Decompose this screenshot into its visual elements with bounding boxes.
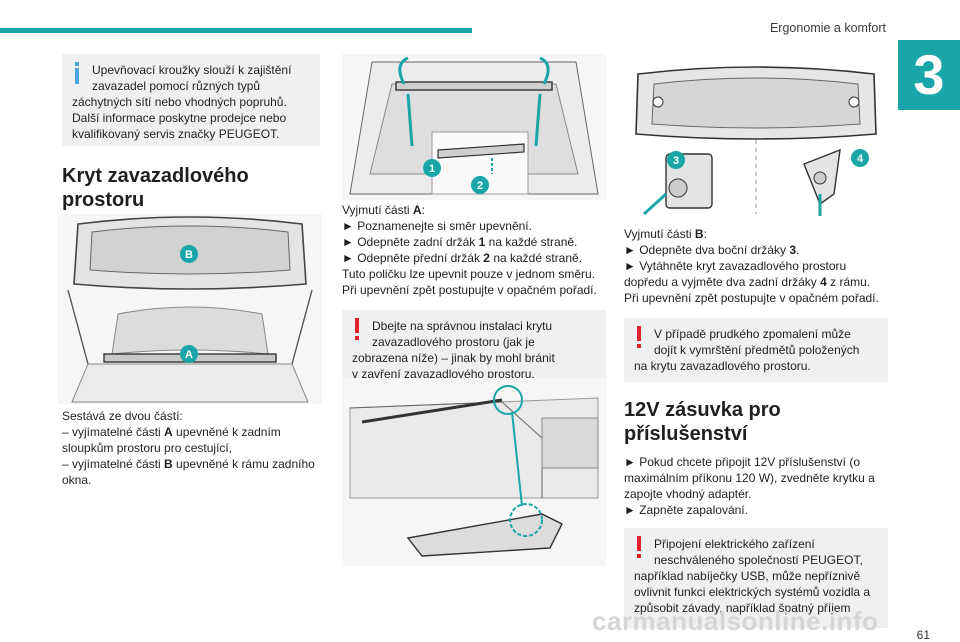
info-line-2: zavazadel pomocí různých typů [92, 79, 261, 93]
column-1-text: Sestává ze dvou částí: – vyjímatelné čás… [62, 408, 324, 488]
watermark: carmanualsonline.info [592, 606, 879, 636]
remove-part-b-illustration: 3 4 [624, 54, 888, 220]
para-line: zapojte vhodný adaptér. [624, 487, 752, 501]
warning-line: zobrazena níže) – jinak by mohl bránit [352, 351, 555, 365]
warning-line: například nabíječky USB, může nepříznivě [634, 569, 861, 583]
para-line: Vyjmutí části B: [624, 227, 707, 241]
info-line-4: Další informace poskytne prodejce nebo [72, 111, 287, 125]
para-line: ► Zapněte zapalování. [624, 503, 748, 517]
para-line: ► Poznamenejte si směr upevnění. [342, 219, 532, 233]
para-line: ► Vytáhněte kryt zavazadlového prostoru [624, 259, 847, 273]
para-line: – vyjímatelné části A upevněné k zadním [62, 425, 281, 439]
callout-1-label: 1 [429, 163, 435, 175]
callout-4-label: 4 [857, 153, 864, 165]
warning-icon [637, 326, 641, 348]
warning-line: Dbejte na správnou instalaci krytu [372, 319, 553, 333]
warning-line: neschváleného společností PEUGEOT, [654, 553, 863, 567]
warning-box: Dbejte na správnou instalaci krytu zavaz… [342, 310, 606, 390]
para-line: ► Odepněte dva boční držáky 3. [624, 243, 800, 257]
heading-line-2: příslušenství [624, 423, 748, 445]
warning-line: Připojení elektrického zařízení [654, 537, 815, 551]
column-3-text: Vyjmutí části B: ► Odepněte dva boční dr… [624, 226, 888, 628]
callout-a-label: A [185, 349, 193, 361]
para-line: ► Odepněte přední držák 2 na každé stran… [342, 251, 583, 265]
para-line: dopředu a vyjměte dva zadní držáky 4 z r… [624, 275, 871, 289]
warning-line: ovlivnit funkci elektrických systémů voz… [634, 585, 871, 599]
remove-part-a-illustration: 1 2 [342, 54, 606, 200]
para-line: sloupkům prostoru pro cestující, [62, 441, 233, 455]
warning-line: na krytu zavazadlového prostoru. [634, 359, 811, 373]
para-line: Tuto poličku lze upevnit pouze v jednom … [342, 267, 596, 281]
warning-box: Připojení elektrického zařízení neschvál… [624, 528, 888, 628]
column-2-text: Vyjmutí části A: ► Poznamenejte si směr … [342, 202, 606, 390]
correct-installation-illustration [342, 378, 606, 566]
warning-line: dojít k vymrštění předmětů položených [654, 343, 860, 357]
column-1: Upevňovací kroužky slouží k zajištění za… [62, 54, 320, 212]
para-line: maximálním příkonu 120 W), zvedněte kryt… [624, 471, 875, 485]
callout-b-label: B [185, 249, 193, 261]
warning-icon [637, 536, 641, 558]
para-line: okna. [62, 473, 92, 487]
heading-line-1: 12V zásuvka pro [624, 399, 781, 421]
para-line: Při upevnění zpět postupujte v opačném p… [624, 291, 879, 305]
warning-line: v zavření zavazadlového prostoru. [352, 367, 535, 381]
heading-line-2: prostoru [62, 189, 145, 211]
warning-icon [355, 318, 359, 340]
warning-line: způsobit závady, například špatný příjem [634, 601, 851, 615]
section-heading: Kryt zavazadlového prostoru [62, 164, 320, 212]
para-line: ► Pokud chcete připojit 12V příslušenstv… [624, 455, 860, 469]
para-line: ► Odepněte zadní držák 1 na každé straně… [342, 235, 578, 249]
info-line-3: záchytných sítí nebo vhodných popruhů. [72, 95, 287, 109]
heading-line-1: Kryt zavazadlového [62, 165, 249, 187]
trunk-cover-illustration: B A [58, 214, 322, 404]
para-line: – vyjímatelné části B upevněné k rámu za… [62, 457, 315, 471]
callout-3-label: 3 [673, 155, 679, 167]
top-accent-bar [0, 28, 472, 33]
para-line: Sestává ze dvou částí: [62, 409, 183, 423]
warning-line: zavazadlového prostoru (jak je [372, 335, 535, 349]
para-line: Vyjmutí části A: [342, 203, 425, 217]
para-line: Při upevnění zpět postupujte v opačném p… [342, 283, 597, 297]
warning-box: V případě prudkého zpomalení může dojít … [624, 318, 888, 382]
page-number: 61 [916, 628, 930, 642]
info-box: Upevňovací kroužky slouží k zajištění za… [62, 54, 320, 146]
section-heading: 12V zásuvka pro příslušenství [624, 398, 888, 446]
info-line-1: Upevňovací kroužky slouží k zajištění [92, 63, 292, 77]
info-line-5: kvalifikovaný servis značky PEUGEOT. [72, 127, 280, 141]
warning-line: V případě prudkého zpomalení může [654, 327, 851, 341]
callout-2-label: 2 [477, 180, 483, 192]
chapter-tab: 3 [898, 40, 960, 110]
socket-text: ► Pokud chcete připojit 12V příslušenstv… [624, 454, 888, 518]
section-header: Ergonomie a komfort [769, 21, 886, 35]
info-icon [75, 62, 79, 84]
